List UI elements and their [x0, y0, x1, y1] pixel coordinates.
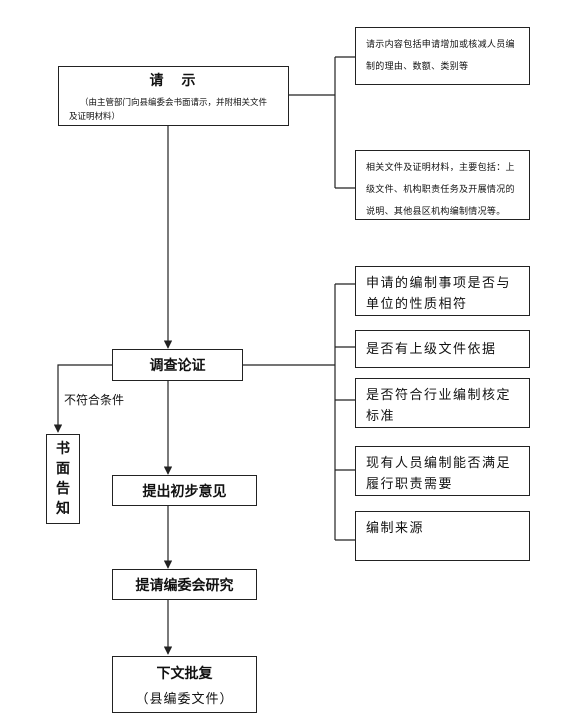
note-request-content: 请示内容包括申请增加或核减人员编制的理由、数额、类别等: [355, 27, 530, 85]
criterion-industry-standard: 是否符合行业编制核定标准: [355, 378, 530, 428]
criterion-superior-document: 是否有上级文件依据: [355, 330, 530, 368]
criterion-staff-source: 编制来源: [355, 511, 530, 561]
written-notice-char: 书: [56, 441, 70, 457]
approval-title: 下文批复: [156, 665, 213, 682]
investigation-box: 调查论证: [112, 349, 243, 381]
arrow-to-written-notice: [53, 364, 112, 433]
committee-study-box: 提请编委会研究: [112, 569, 257, 600]
written-notice-char: 知: [56, 501, 70, 517]
note-supporting-docs: 相关文件及证明材料，主要包括：上级文件、机构职责任务及开展情况的说明、其他县区机…: [355, 150, 530, 220]
criterion-nature-match: 申请的编制事项是否与单位的性质相符: [355, 266, 530, 316]
request-box: 请 示 （由主管部门向县编委会书面请示，并附相关文件 及证明材料）: [58, 66, 289, 126]
nonconforming-label: 不符合条件: [64, 393, 125, 407]
written-notice-box: 书 面 告 知: [46, 434, 80, 524]
request-subtitle-line1: （由主管部门向县编委会书面请示，并附相关文件: [79, 98, 267, 108]
request-subtitle-line2: 及证明材料）: [69, 112, 121, 122]
criterion-staffing-sufficiency: 现有人员编制能否满足履行职责需要: [355, 446, 530, 496]
written-notice-char: 告: [56, 481, 70, 497]
written-notice-char: 面: [56, 461, 70, 477]
request-title: 请 示: [149, 73, 198, 89]
approval-box: 下文批复 （县编委文件）: [112, 656, 257, 713]
preliminary-opinion-box: 提出初步意见: [112, 475, 257, 506]
approval-sublabel: （县编委文件）: [135, 691, 234, 707]
